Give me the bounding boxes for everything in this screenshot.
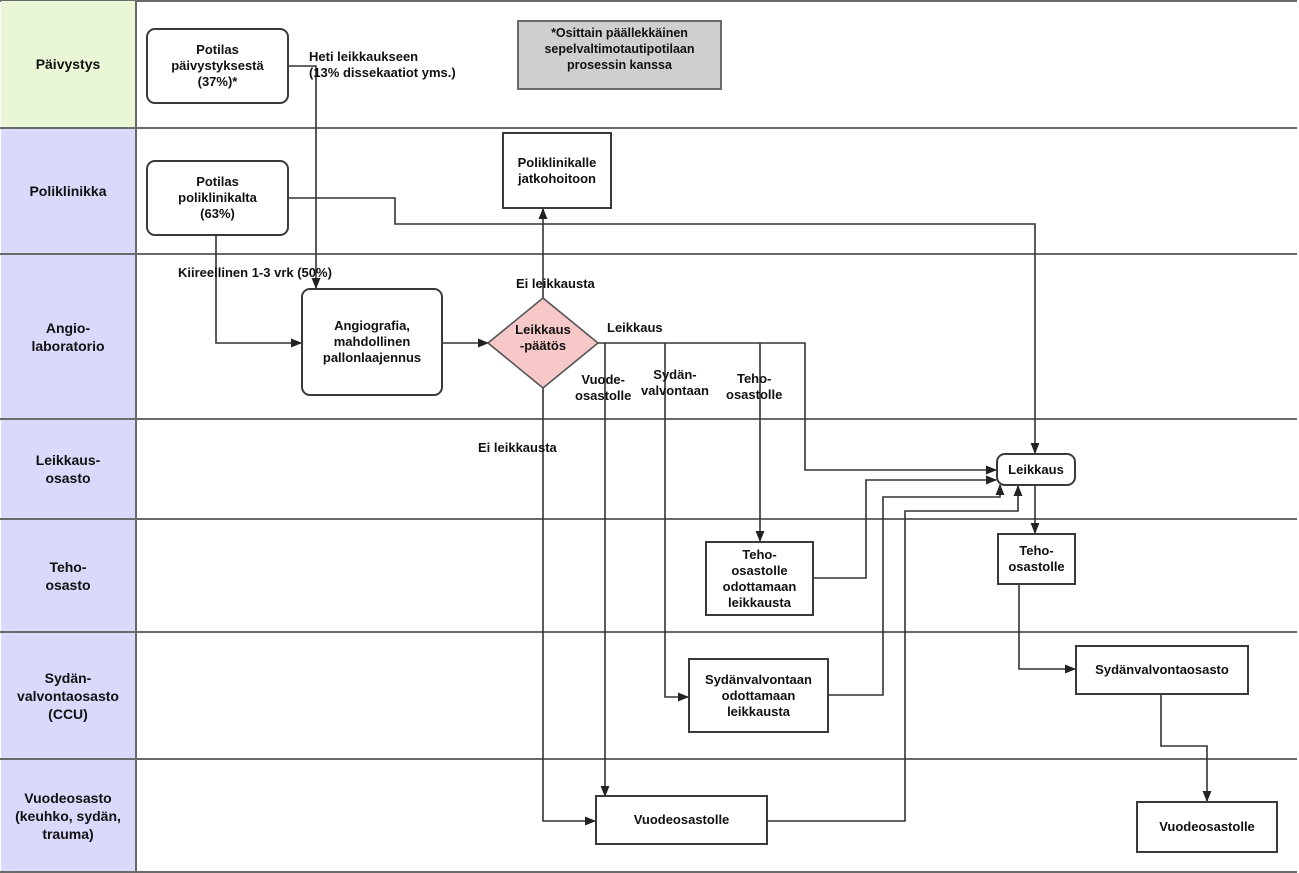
edge-paatos-to-vuodeosastolle [542, 388, 597, 826]
node-potilas-poliklinikka: Potilas poliklinikalta (63%) [146, 160, 289, 236]
lane-vuodeosasto [0, 758, 1297, 873]
lane-angiolaboratorio [0, 253, 1297, 418]
node-sydan-odottamaan: Sydänvalvontaan odottamaan leikkausta [688, 658, 829, 733]
node-teho-osastolle: Teho- osastolle [997, 533, 1076, 585]
edge-sydan-odottamaan-to-leikkaus [829, 483, 1005, 696]
lane-label-leikkausosasto: Leikkaus- osasto [1, 420, 137, 518]
decision-diamond [486, 296, 600, 390]
node-leikkaus: Leikkaus [996, 453, 1076, 486]
edge-poliklinikka-to-angiografia [215, 236, 303, 348]
edge-paivystys-to-angiografia [289, 65, 321, 290]
edge-label-ei-leikkausta-top: Ei leikkausta [516, 276, 595, 291]
edge-label-heti: Heti leikkaukseen (13% dissekaatiot yms.… [309, 49, 456, 80]
edge-sydanvalvonta-to-vuodeosastolle [1160, 695, 1212, 803]
node-vuodeosastolle-1: Vuodeosastolle [595, 795, 768, 845]
edge-teho-odottamaan-to-leikkaus [814, 475, 998, 579]
edge-label-leikkaus: Leikkaus [607, 320, 663, 335]
edge-label-tehoosastolle: Teho- osastolle [726, 371, 783, 402]
lane-paivystys [0, 0, 1297, 127]
edge-teho-to-sydanvalvonta [1018, 585, 1077, 674]
lane-label-vuodeosasto: Vuodeosasto (keuhko, sydän, trauma) [1, 760, 137, 871]
lane-tehoosasto [0, 518, 1297, 631]
node-leikkauspaatos-label: Leikkaus -päätös [515, 322, 571, 353]
edge-branch-to-sydanvalvontaan [664, 343, 690, 702]
edge-paatos-leikkaus-branch [598, 342, 998, 475]
node-poliklinikalle: Poliklinikalle jatkohoitoon [502, 132, 612, 209]
edge-label-kiireellinen: Kiireellinen 1-3 vrk (50%) [178, 265, 332, 280]
edge-label-sydanvalvontaan: Sydän- valvontaan [641, 367, 709, 398]
node-teho-odottamaan: Teho- osastolle odottamaan leikkausta [705, 541, 814, 616]
footnote-note: *Osittain päällekkäinen sepelvaltimotaut… [517, 20, 722, 90]
node-potilas-paivystys: Potilas päivystyksestä (37%)* [146, 28, 289, 104]
edge-vuodeosastolle-to-leikkaus [768, 484, 1023, 822]
node-angiografia: Angiografia, mahdollinen pallonlaajennus [301, 288, 443, 396]
lane-label-poliklinikka: Poliklinikka [1, 129, 137, 253]
lane-label-sydanvalvonta: Sydän- valvontaosasto (CCU) [1, 633, 137, 758]
lane-label-angiolaboratorio: Angio- laboratorio [1, 255, 137, 418]
lane-leikkausosasto [0, 418, 1297, 518]
lane-sydanvalvonta [0, 631, 1297, 758]
node-vuodeosastolle-2: Vuodeosastolle [1136, 801, 1278, 853]
edge-poliklinikka-to-leikkaus [289, 197, 1040, 455]
node-sydanvalvontaosasto: Sydänvalvontaosasto [1075, 645, 1249, 695]
lane-label-tehoosasto: Teho- osasto [1, 520, 137, 631]
edge-label-ei-leikkausta-bottom: Ei leikkausta [478, 440, 557, 455]
lane-label-paivystys: Päivystys [1, 1, 137, 127]
edge-label-vuodeosastolle: Vuode- osastolle [575, 372, 632, 403]
lane-poliklinikka [0, 127, 1297, 253]
